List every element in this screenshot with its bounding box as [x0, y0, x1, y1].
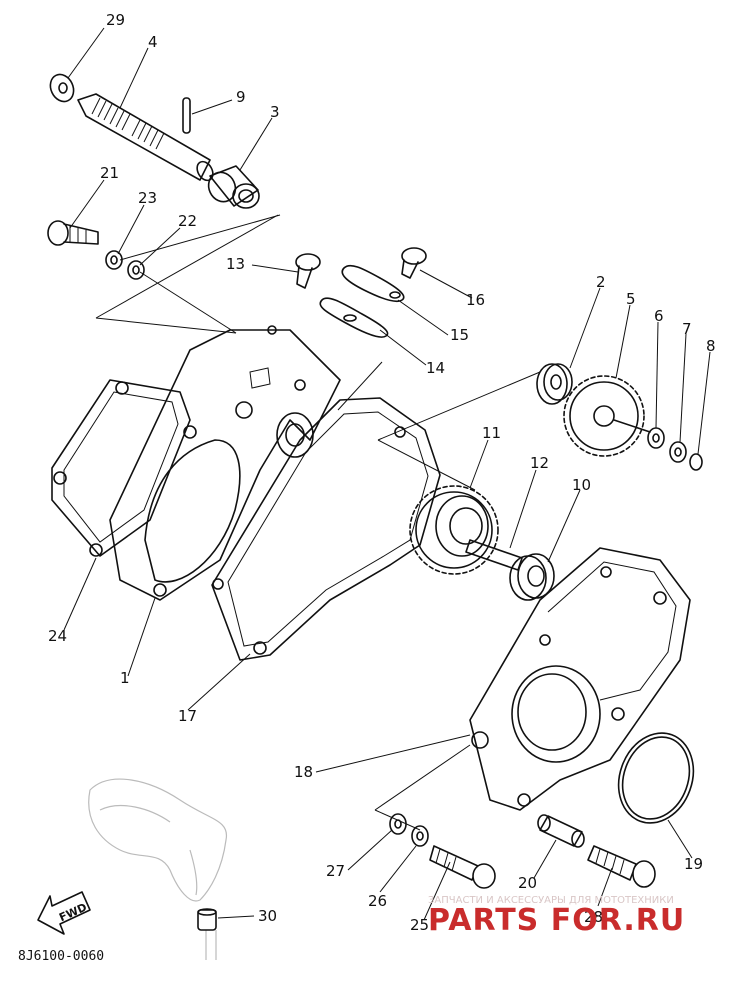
part-10-bearing: [509, 553, 555, 601]
part-5-gear: [563, 375, 651, 457]
label-12: 12: [530, 454, 549, 472]
part-18-cover: [469, 547, 691, 811]
label-6: 6: [654, 307, 664, 325]
part-21-bolt: [47, 220, 99, 246]
label-25: 25: [410, 916, 429, 934]
part-20-dowel: [537, 814, 585, 848]
part-2-bearing: [536, 363, 573, 405]
label-28: 28: [584, 908, 603, 926]
part-6-washer: [647, 427, 665, 449]
part-number-labels: 29 4 9 3 21 23 22 13 16 15 14 2 5 6 7 8 …: [48, 11, 716, 934]
part-11-gear: [409, 485, 499, 575]
label-16: 16: [466, 291, 485, 309]
label-5: 5: [626, 290, 636, 308]
part-15-plate: [341, 264, 405, 303]
part-17-gasket: [211, 397, 441, 661]
label-2: 2: [596, 273, 606, 291]
part-30-plug: [197, 908, 217, 931]
label-4: 4: [148, 33, 158, 51]
part-26-washer: [411, 825, 429, 847]
label-3: 3: [270, 103, 280, 121]
label-30: 30: [258, 907, 277, 925]
part-13-bolt: [295, 253, 321, 289]
label-19: 19: [684, 855, 703, 873]
label-23: 23: [138, 189, 157, 207]
leader-lines: [63, 27, 711, 921]
part-22-washer: [127, 260, 145, 280]
label-13: 13: [226, 255, 245, 273]
label-14: 14: [426, 359, 445, 377]
label-24: 24: [48, 627, 67, 645]
label-7: 7: [682, 320, 692, 338]
part-4-shaft: [77, 93, 214, 182]
watermark-tagline: ЗАПЧАСТИ И АКСЕССУАРЫ ДЛЯ МОТОТЕХНИКИ: [428, 895, 674, 906]
part-27-washer: [389, 813, 407, 835]
label-26: 26: [368, 892, 387, 910]
part-23-washer: [105, 250, 123, 270]
part-24-gasket: [51, 379, 191, 557]
part-28-bolt: [587, 845, 656, 888]
part-14-gasket: [319, 297, 389, 338]
part-3-collar: [207, 165, 260, 209]
label-20: 20: [518, 874, 537, 892]
part-8-circlip: [689, 453, 703, 471]
part-9-pin: [182, 97, 191, 134]
part-1-cover: [109, 325, 341, 601]
label-22: 22: [178, 212, 197, 230]
label-1: 1: [120, 669, 130, 687]
label-15: 15: [450, 326, 469, 344]
label-10: 10: [572, 476, 591, 494]
part-25-bolt: [429, 845, 496, 889]
part-29-washer: [49, 73, 75, 103]
engine-outline-ghost: [88, 778, 228, 960]
fwd-label: FWD: [57, 901, 89, 925]
label-17: 17: [178, 707, 197, 725]
watermark: ЗАПЧАСТИ И АКСЕССУАРЫ ДЛЯ МОТОТЕХНИКИ PA…: [428, 895, 685, 938]
label-27: 27: [326, 862, 345, 880]
label-11: 11: [482, 424, 501, 442]
label-9: 9: [236, 88, 246, 106]
label-8: 8: [706, 337, 716, 355]
part-19-o-ring: [617, 732, 695, 824]
part-16-bolt: [401, 247, 427, 279]
label-18: 18: [294, 763, 313, 781]
part-7-washer: [669, 441, 687, 463]
reference-code: 8J6100-0060: [18, 949, 104, 964]
label-29: 29: [106, 11, 125, 29]
label-21: 21: [100, 164, 119, 182]
watermark-brand: PARTS FOR.RU: [428, 903, 685, 938]
fwd-arrow-icon: FWD: [37, 891, 91, 935]
